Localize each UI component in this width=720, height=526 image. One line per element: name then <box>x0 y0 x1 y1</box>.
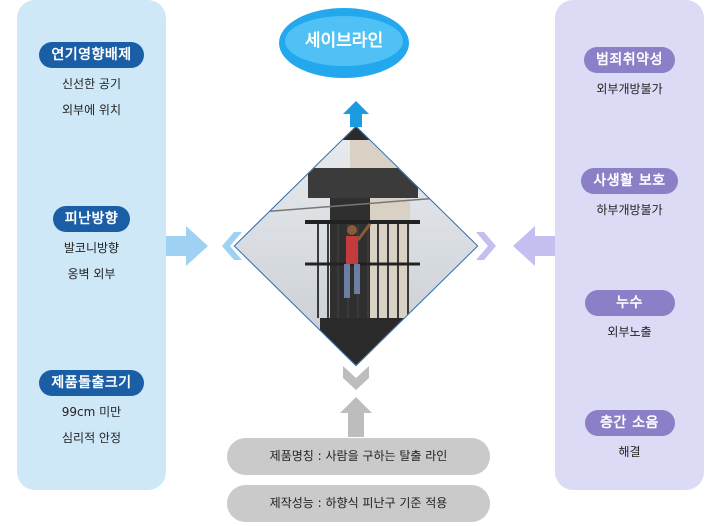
feature-detail: 옹벽 외부 <box>67 267 116 281</box>
title-ellipse-inner: 세이브라인 <box>285 16 403 66</box>
product-name-pill: 제품명칭 : 사람을 구하는 탈출 라인 <box>227 438 490 475</box>
feature-label: 범죄취약성 <box>584 47 675 73</box>
right-panel: 범죄취약성 외부개방불가 사생활 보호 하부개방불가 누수 외부노출 층간 소음… <box>555 0 704 490</box>
feature-detail: 해결 <box>618 445 641 459</box>
feature-label: 층간 소음 <box>584 410 675 436</box>
feature-crime-vulnerability: 범죄취약성 외부개방불가 <box>555 47 704 96</box>
down-chevron-icon <box>343 366 369 390</box>
feature-label: 제품돌출크기 <box>39 370 144 396</box>
up-arrow-icon <box>343 101 369 127</box>
left-panel: 연기영향배제 신선한 공기 외부에 위치 피난방향 발코니방향 옹벽 외부 제품… <box>17 0 166 490</box>
feature-detail: 외부에 위치 <box>61 103 121 117</box>
feature-detail: 99cm 미만 <box>61 405 122 419</box>
product-performance-pill: 제작성능 : 하향식 피난구 기준 적용 <box>227 485 490 522</box>
feature-detail: 신선한 공기 <box>61 77 121 91</box>
feature-label: 피난방향 <box>52 206 131 232</box>
feature-detail: 외부노출 <box>607 325 652 339</box>
feature-protrusion-size: 제품돌출크기 99cm 미만 심리적 안정 <box>17 370 166 445</box>
feature-detail: 심리적 안정 <box>61 431 121 445</box>
feature-privacy: 사생활 보호 하부개방불가 <box>555 168 704 217</box>
feature-escape-direction: 피난방향 발코니방향 옹벽 외부 <box>17 206 166 281</box>
feature-noise: 층간 소음 해결 <box>555 410 704 459</box>
feature-detail: 발코니방향 <box>63 241 120 255</box>
feature-label: 연기영향배제 <box>39 42 144 68</box>
product-title: 세이브라인 <box>304 31 384 51</box>
feature-detail: 외부개방불가 <box>596 82 663 96</box>
right-arrows <box>476 226 555 266</box>
left-arrows <box>166 226 242 266</box>
feature-leak: 누수 외부노출 <box>555 290 704 339</box>
feature-detail: 하부개방불가 <box>596 203 663 217</box>
title-ellipse: 세이브라인 <box>279 8 409 78</box>
bottom-up-arrow-icon <box>340 397 372 437</box>
feature-smoke-exclusion: 연기영향배제 신선한 공기 외부에 위치 <box>17 42 166 117</box>
feature-label: 누수 <box>584 290 675 316</box>
feature-label: 사생활 보호 <box>581 168 678 194</box>
product-photo <box>235 127 477 365</box>
